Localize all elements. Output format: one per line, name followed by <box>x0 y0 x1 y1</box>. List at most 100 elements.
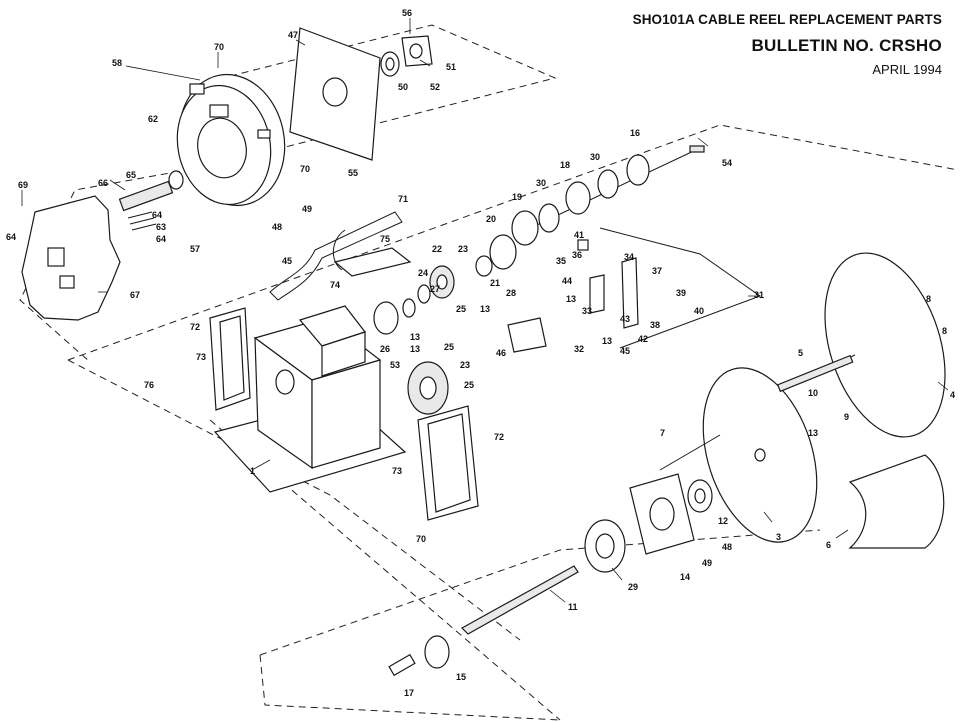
callout-51: 51 <box>446 62 456 72</box>
callout-57: 57 <box>190 244 200 254</box>
motor-shaft <box>118 170 184 231</box>
callout-8: 8 <box>926 294 931 304</box>
callout-48: 48 <box>272 222 282 232</box>
callout-32: 32 <box>574 344 584 354</box>
callout-47: 47 <box>288 30 298 40</box>
callout-64: 64 <box>152 210 162 220</box>
callout-40: 40 <box>694 306 704 316</box>
callout-38: 38 <box>650 320 660 330</box>
callout-9: 9 <box>844 412 849 422</box>
callout-13: 13 <box>410 344 420 354</box>
callout-12: 12 <box>718 516 728 526</box>
callout-55: 55 <box>348 168 358 178</box>
callout-45: 45 <box>282 256 292 266</box>
callout-41: 41 <box>574 230 584 240</box>
callout-14: 14 <box>680 572 690 582</box>
callout-73: 73 <box>392 466 402 476</box>
reel-hub-and-shaft <box>388 434 721 677</box>
callout-33: 33 <box>582 306 592 316</box>
callout-63: 63 <box>156 222 166 232</box>
callout-29: 29 <box>628 582 638 592</box>
side-cover-left <box>209 307 251 411</box>
callout-30: 30 <box>536 178 546 188</box>
callout-54: 54 <box>722 158 732 168</box>
callout-70: 70 <box>214 42 224 52</box>
callout-6: 6 <box>826 540 831 550</box>
callout-13: 13 <box>602 336 612 346</box>
callout-17: 17 <box>404 688 414 698</box>
callout-3: 3 <box>776 532 781 542</box>
callout-13: 13 <box>410 332 420 342</box>
callout-13: 13 <box>480 304 490 314</box>
callout-39: 39 <box>676 288 686 298</box>
callout-23: 23 <box>460 360 470 370</box>
callout-26: 26 <box>380 344 390 354</box>
callout-71: 71 <box>398 194 408 204</box>
callout-49: 49 <box>302 204 312 214</box>
bulletin-number: BULLETIN NO. CRSHO <box>751 36 942 55</box>
callout-34: 34 <box>624 252 634 262</box>
callout-25: 25 <box>444 342 454 352</box>
side-cover-front <box>417 405 479 521</box>
bulletin-date: APRIL 1994 <box>872 62 942 77</box>
callout-25: 25 <box>456 304 466 314</box>
callout-72: 72 <box>494 432 504 442</box>
leader-lines <box>21 18 949 603</box>
callout-67: 67 <box>130 290 140 300</box>
gear-train <box>373 234 517 415</box>
callout-65: 65 <box>126 170 136 180</box>
callout-76: 76 <box>144 380 154 390</box>
callout-70: 70 <box>416 534 426 544</box>
callout-73: 73 <box>196 352 206 362</box>
callout-66: 66 <box>98 178 108 188</box>
callout-62: 62 <box>148 114 158 124</box>
callout-64: 64 <box>6 232 16 242</box>
callout-69: 69 <box>18 180 28 190</box>
callout-58: 58 <box>112 58 122 68</box>
callout-10: 10 <box>808 388 818 398</box>
end-cover <box>21 195 121 321</box>
callout-64: 64 <box>156 234 166 244</box>
callout-31: 31 <box>754 290 764 300</box>
callout-24: 24 <box>418 268 428 278</box>
callout-16: 16 <box>630 128 640 138</box>
callout-70: 70 <box>300 164 310 174</box>
callout-5: 5 <box>798 348 803 358</box>
diagram-title: SHO101A CABLE REEL REPLACEMENT PARTS <box>632 12 942 27</box>
callout-45: 45 <box>620 346 630 356</box>
callout-21: 21 <box>490 278 500 288</box>
callout-44: 44 <box>562 276 572 286</box>
callout-27: 27 <box>430 284 440 294</box>
callout-48: 48 <box>722 542 732 552</box>
callout-8: 8 <box>942 326 947 336</box>
gear-case-housing <box>176 73 286 207</box>
callout-15: 15 <box>456 672 466 682</box>
bearing-and-flange <box>380 35 433 77</box>
callout-46: 46 <box>496 348 506 358</box>
limit-switch-shaft <box>511 145 705 246</box>
callout-22: 22 <box>432 244 442 254</box>
callout-18: 18 <box>560 160 570 170</box>
switch-bracket <box>507 227 762 353</box>
callout-28: 28 <box>506 288 516 298</box>
callout-36: 36 <box>572 250 582 260</box>
assembly-boundaries <box>19 24 959 721</box>
callout-35: 35 <box>556 256 566 266</box>
callout-13: 13 <box>808 428 818 438</box>
callout-75: 75 <box>380 234 390 244</box>
callout-19: 19 <box>512 192 522 202</box>
callout-49: 49 <box>702 558 712 568</box>
callout-72: 72 <box>190 322 200 332</box>
reel-drum <box>702 252 946 549</box>
callout-4: 4 <box>950 390 955 400</box>
callout-56: 56 <box>402 8 412 18</box>
callout-11: 11 <box>568 602 578 612</box>
callout-42: 42 <box>638 334 648 344</box>
mounting-plate <box>289 27 381 161</box>
callout-23: 23 <box>458 244 468 254</box>
callout-13: 13 <box>566 294 576 304</box>
callout-52: 52 <box>430 82 440 92</box>
callout-43: 43 <box>620 314 630 324</box>
callout-30: 30 <box>590 152 600 162</box>
